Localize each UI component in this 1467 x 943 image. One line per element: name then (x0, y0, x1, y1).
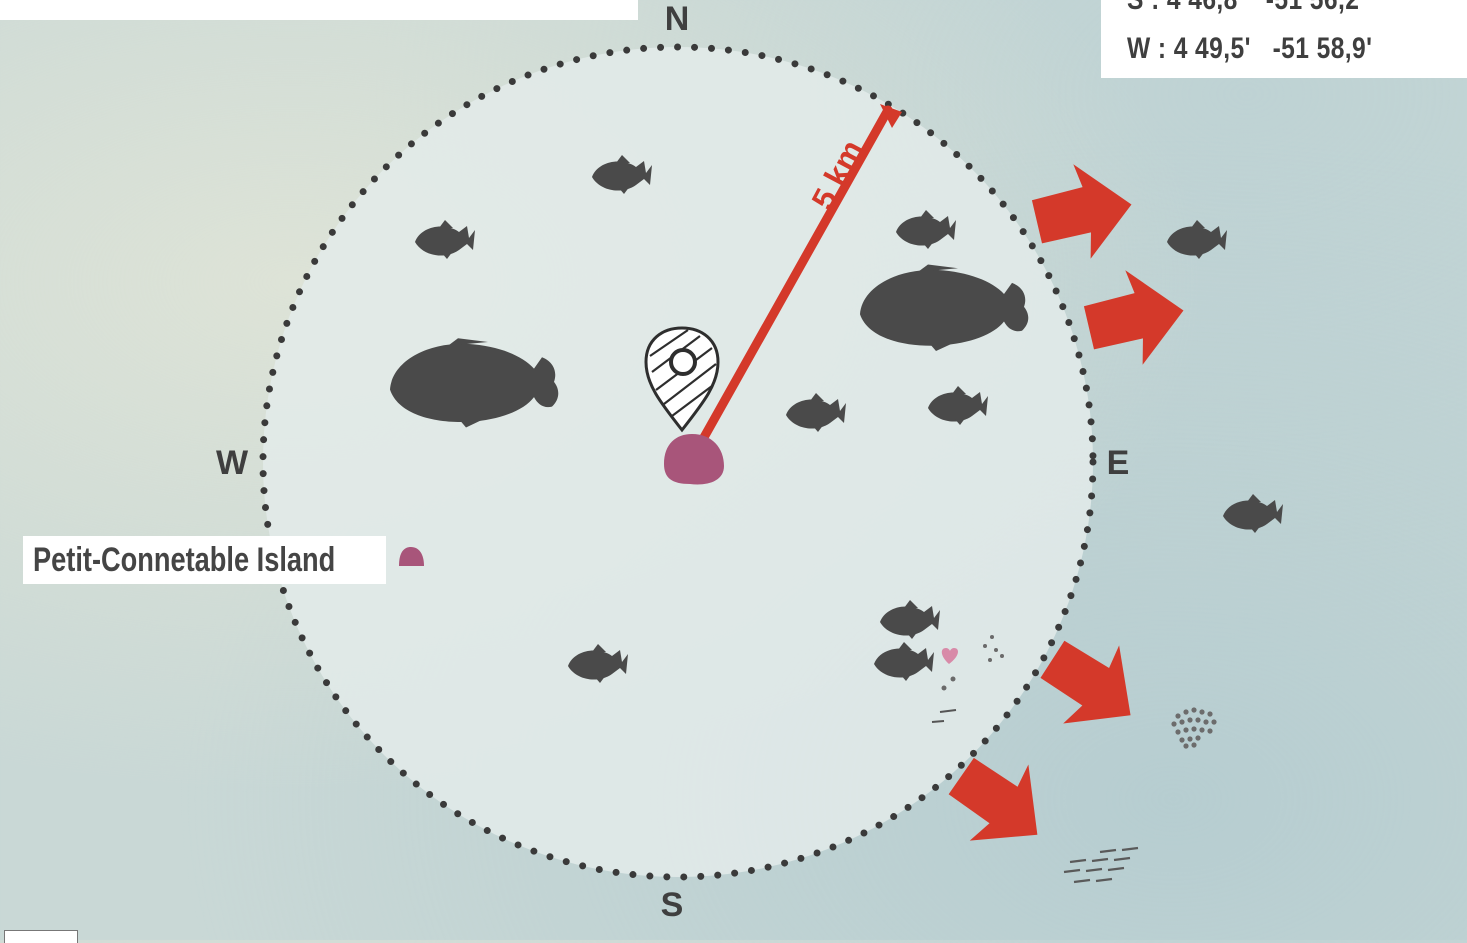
island-label-box: Petit-Connetable Island (23, 536, 386, 584)
arrow-icon (1028, 157, 1138, 266)
dash-school (1064, 848, 1138, 882)
compass-south: S (661, 886, 684, 924)
fish-icon (1223, 494, 1283, 533)
compass-west: W (216, 444, 249, 482)
corner-tab[interactable] (4, 930, 78, 943)
island-label: Petit-Connetable Island (33, 541, 335, 580)
compass-north: N (665, 0, 690, 38)
dot-school (1171, 707, 1216, 748)
arrow-icon (1080, 263, 1190, 372)
fish-icon (1167, 220, 1227, 259)
compass-east: E (1107, 444, 1130, 482)
